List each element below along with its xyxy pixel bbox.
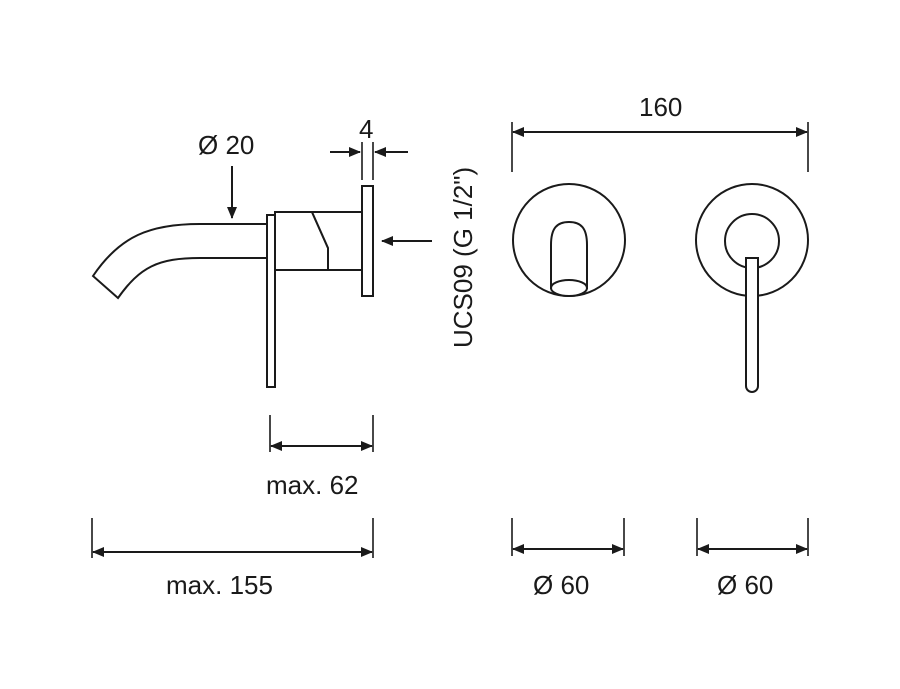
thickness-label: 4: [359, 114, 373, 144]
wall-plate: [361, 185, 374, 297]
spout-outlet: [550, 279, 588, 297]
center-distance-label: 160: [639, 92, 682, 122]
spout: [91, 223, 269, 300]
plate-diameter-right-label: Ø 60: [717, 570, 773, 600]
spout-front: [550, 220, 588, 289]
connection-label: UCS09 (G 1/2"): [448, 167, 478, 348]
diameter-20-label: Ø 20: [198, 130, 254, 160]
mixer-lever: [745, 257, 759, 393]
front-view: 160 Ø 60 Ø 60: [511, 92, 809, 600]
side-view: Ø 20 4 UCS09 (G 1/2") max. 62 max. 155: [91, 114, 478, 600]
plate-diameter-left-label: Ø 60: [533, 570, 589, 600]
body-collar: [310, 211, 363, 271]
lever-handle: [266, 214, 276, 388]
max-projection-label: max. 155: [166, 570, 273, 600]
max-depth-label: max. 62: [266, 470, 359, 500]
